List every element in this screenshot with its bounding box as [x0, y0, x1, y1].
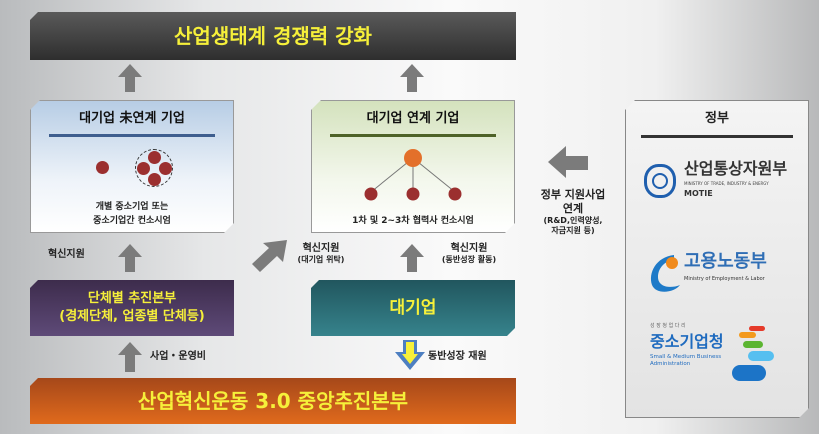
arrow-up-icon [118, 244, 142, 272]
arrow-up-icon [118, 64, 142, 92]
government-panel: 정부 산업통상자원부 MINISTRY OF TRADE, INDUSTRY &… [625, 100, 809, 418]
arrow-up-icon [400, 244, 424, 272]
moel-logo-icon [646, 251, 682, 295]
innovation-support-label: 혁신지원 [48, 249, 85, 260]
consortium-circle [135, 149, 173, 187]
innovation-support-label: 혁신지원(동반성장 활동) [441, 243, 497, 264]
company-dot [159, 162, 172, 175]
motie-emblem-icon [644, 164, 676, 198]
box-caption: 중소기업간 컨소시엄 [93, 216, 171, 226]
shared-growth-fund-label: 동반성장 재원 [428, 351, 487, 362]
arrow-up-icon [400, 64, 424, 92]
company-dot [137, 162, 150, 175]
sector-hq-box: 단체별 추진본부(경제단체, 업종별 단체등) [30, 280, 234, 336]
smba-english-2: Administration [650, 361, 691, 367]
moel-logo-text: 고용노동부 Ministry of Employment & Labor [684, 251, 767, 283]
smba-english-1: Small & Medium Business [650, 354, 722, 360]
smba-slogan: 성 장 청 업 다 리 [650, 323, 686, 329]
moel-name: 고용노동부 [684, 251, 767, 272]
arrow-up-icon [118, 342, 142, 372]
hierarchy-diagram [312, 141, 516, 211]
panel-divider [641, 135, 793, 138]
top-banner: 산업생태계 경쟁력 강화 [30, 12, 516, 60]
smba-logo-text: 성 장 청 업 다 리 중소기업청 Small & Medium Busines… [650, 323, 724, 368]
box-caption: 1차 및 2~3차 협력사 컨소시엄 [352, 216, 474, 226]
box-caption: 개별 중소기업 또는 [95, 202, 169, 212]
motie-logo-text: 산업통상자원부 MINISTRY OF TRADE, INDUSTRY & EN… [684, 159, 787, 199]
arrow-diagonal-icon [252, 240, 287, 272]
company-dot [96, 161, 109, 174]
motie-name: 산업통상자원부 [684, 159, 788, 178]
box-title: 대기업 未연계 기업 [79, 111, 185, 126]
large-company-box: 대기업 [311, 280, 515, 336]
smba-name: 중소기업청 [650, 332, 724, 351]
motie-english: MINISTRY OF TRADE, INDUSTRY & ENERGY [684, 181, 769, 186]
operating-cost-label: 사업・운영비 [150, 351, 206, 362]
linked-companies-box: 대기업 연계 기업 1차 및 2~3차 협력사 컨소시엄 [311, 100, 515, 233]
arrow-left-icon [548, 146, 588, 178]
company-dot [148, 173, 161, 186]
motie-abbr: MOTIE [684, 189, 713, 198]
box-title: 대기업 연계 기업 [366, 111, 460, 126]
company-dot [148, 151, 161, 164]
innovation-support-label: 혁신지원(대기업 위탁) [297, 243, 345, 264]
panel-title: 정부 [705, 111, 729, 126]
moel-english: Ministry of Employment & Labor [684, 276, 765, 282]
unlinked-companies-box: 대기업 未연계 기업 개별 중소기업 또는 중소기업간 컨소시엄 [30, 100, 234, 233]
bottom-banner: 산업혁신운동 3.0 중앙추진본부 [30, 378, 516, 424]
